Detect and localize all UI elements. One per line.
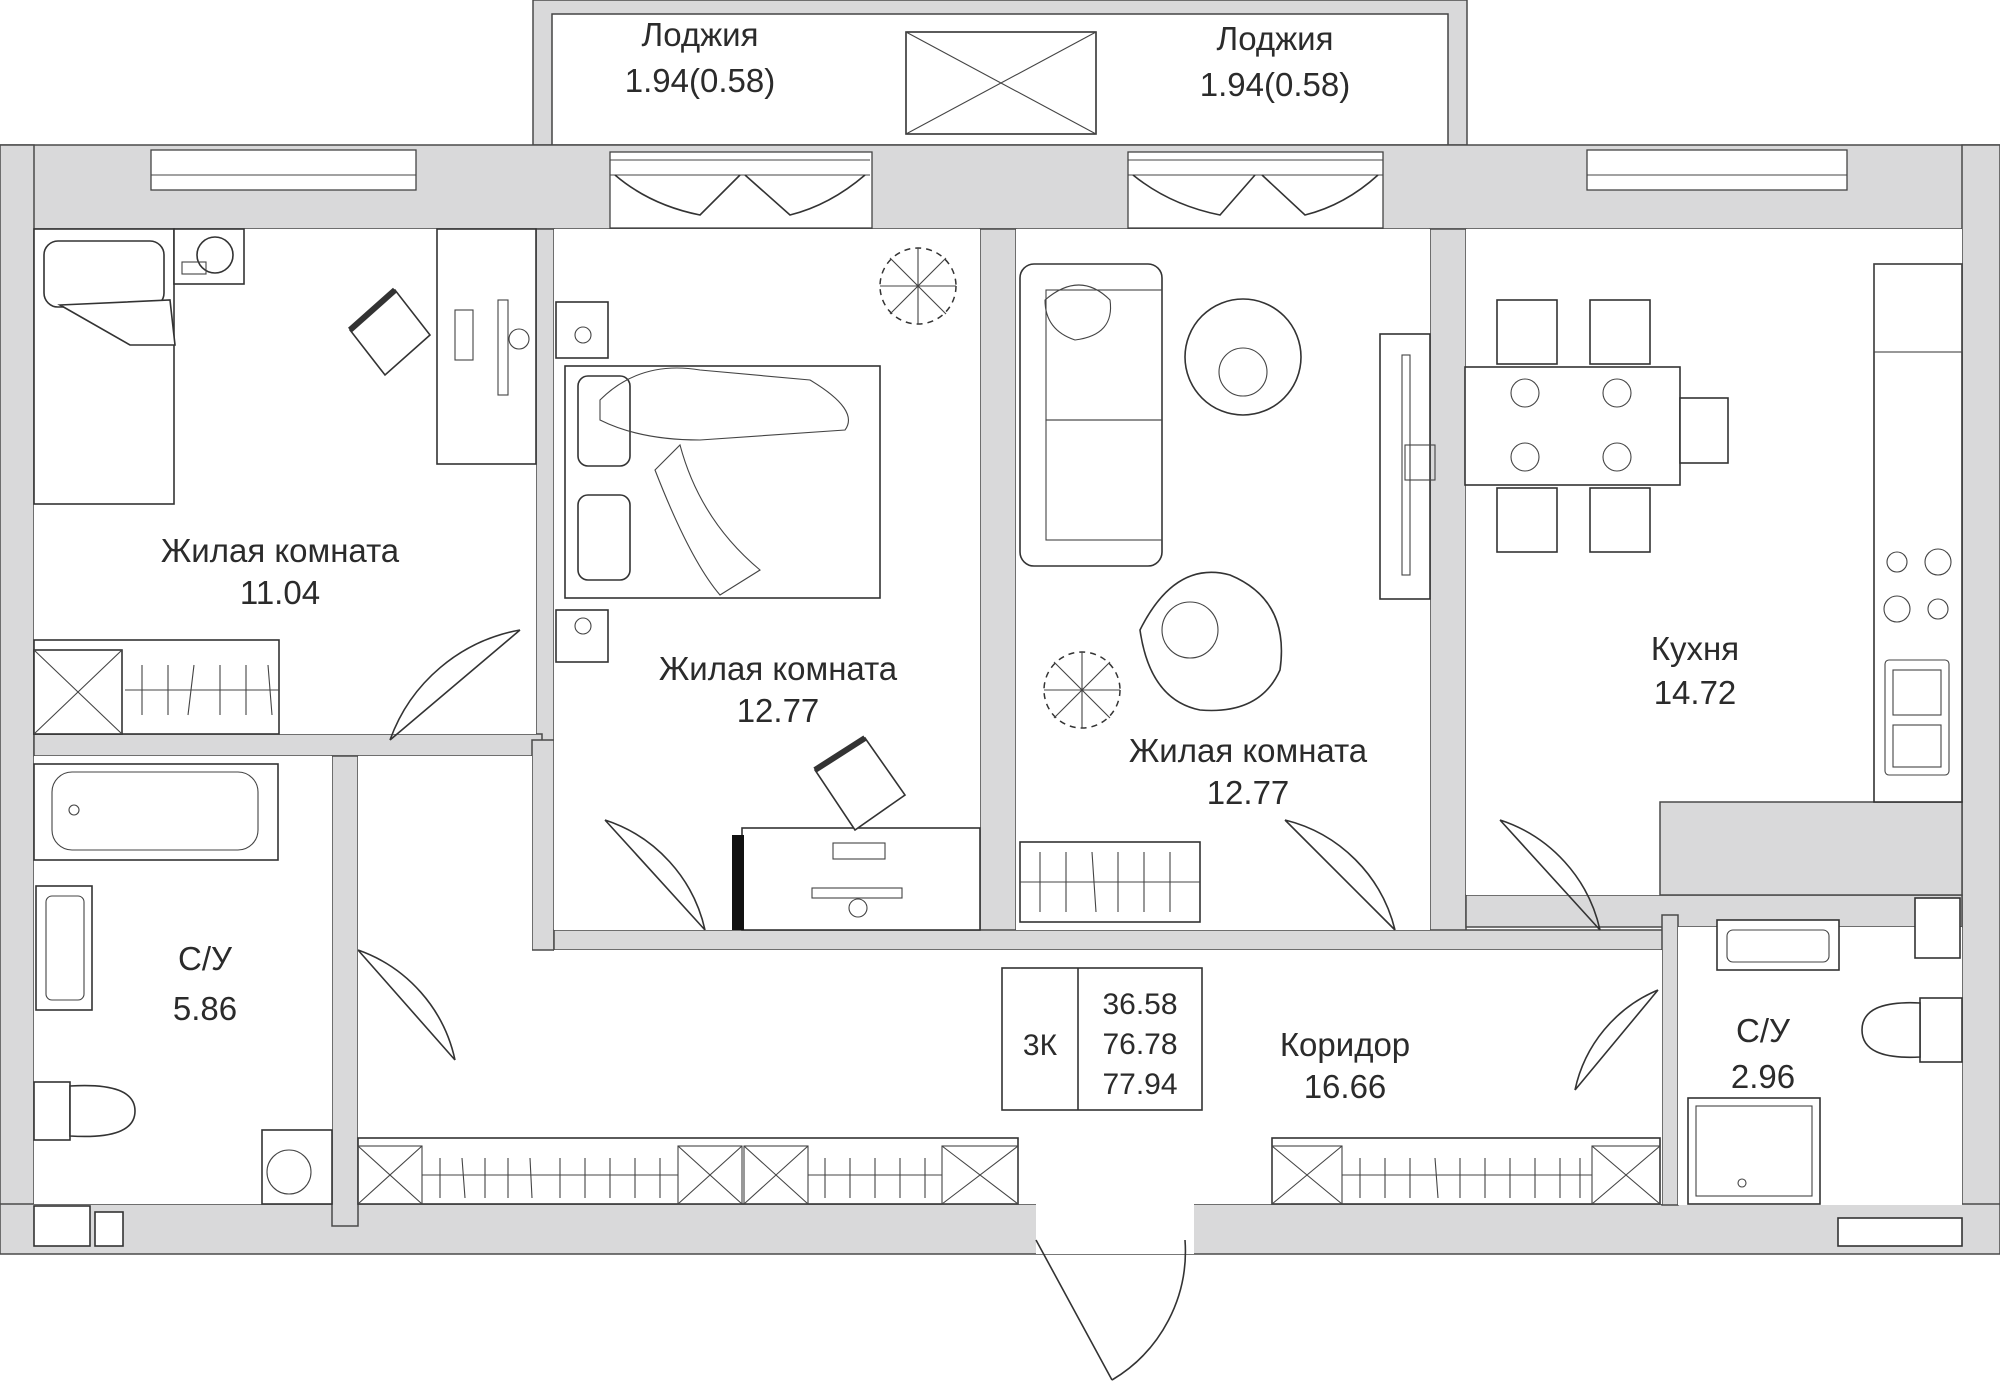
sofa [1019, 263, 1163, 567]
toilet-right [1861, 997, 1963, 1063]
loggia-ventilation-box [905, 31, 1097, 135]
loggia-doors [610, 159, 1383, 216]
desk-middle [732, 827, 981, 931]
plant-middle [879, 247, 957, 325]
loggia-right-name: Лоджия [1217, 20, 1334, 57]
wardrobe-living [1019, 841, 1201, 923]
washing-machine [261, 1129, 333, 1205]
corridor-name: Коридор [1280, 1026, 1410, 1063]
corridor-wardrobe-left [357, 1137, 1019, 1205]
coffee-table [1184, 298, 1302, 416]
loggia-right-area: 1.94(0.58) [1200, 66, 1350, 103]
chair-left [348, 287, 432, 377]
sink-left [35, 885, 93, 1011]
tv-unit [1379, 333, 1436, 600]
loggia-left-area: 1.94(0.58) [625, 62, 775, 99]
chair-middle [813, 735, 907, 832]
living-area-value: 36.58 [1102, 988, 1177, 1021]
plant-living [1043, 651, 1121, 729]
nightstand-left [173, 228, 245, 285]
bed-left [33, 228, 176, 505]
loggia [532, 0, 1468, 146]
riser-right [1914, 897, 1961, 959]
nightstands-middle [555, 301, 609, 663]
bathroom-right-name: С/У [1736, 1012, 1791, 1049]
toilet-left [33, 1081, 136, 1141]
interior-doors [357, 629, 1659, 1381]
bed-middle [564, 365, 881, 599]
total-area-with-loggia-value: 77.94 [1102, 1068, 1177, 1101]
living-room-name: Жилая комната [1129, 732, 1368, 769]
sink-right [1716, 919, 1840, 971]
bathroom-right-area: 2.96 [1731, 1058, 1795, 1095]
bathroom-left-name: С/У [178, 940, 233, 977]
total-area-value: 76.78 [1102, 1028, 1177, 1061]
shower-tray [1687, 1097, 1821, 1205]
kitchen-name: Кухня [1651, 630, 1739, 667]
ventilation-box-left [33, 1205, 91, 1247]
bedroom-middle-area: 12.77 [737, 692, 820, 729]
room-labels: Лоджия 1.94(0.58) Лоджия 1.94(0.58) Жила… [161, 16, 1795, 1105]
corridor-wardrobe-right [1271, 1137, 1661, 1205]
corridor-area: 16.66 [1304, 1068, 1387, 1105]
desk-left [436, 228, 537, 465]
ventilation-box-right [1837, 1217, 1963, 1247]
loggia-left-name: Лоджия [642, 16, 759, 53]
wardrobe-left [33, 639, 280, 735]
kitchen-counter [1873, 263, 1963, 803]
riser-left [94, 1211, 124, 1247]
summary-table: 3К 36.58 76.78 77.94 [1001, 967, 1203, 1111]
bedroom-left-name: Жилая комната [161, 532, 400, 569]
armchair [1139, 571, 1283, 712]
bedroom-middle-name: Жилая комната [659, 650, 898, 687]
bathtub [33, 763, 279, 861]
dining-table [1464, 299, 1729, 553]
bathroom-left-area: 5.86 [173, 990, 237, 1027]
apartment-type: 3К [1023, 1029, 1058, 1062]
kitchen-area: 14.72 [1654, 674, 1737, 711]
living-room-area: 12.77 [1207, 774, 1290, 811]
bedroom-left-area: 11.04 [240, 574, 320, 611]
